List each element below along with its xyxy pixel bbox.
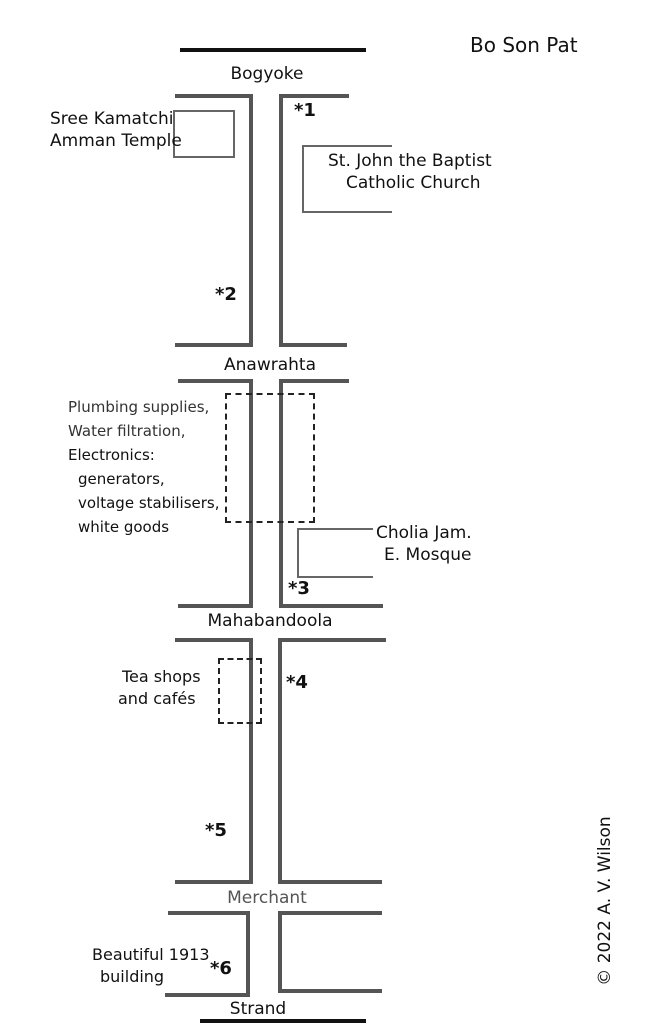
marker-6: *6 (210, 958, 232, 979)
block-line (279, 379, 349, 383)
block-line (175, 880, 253, 884)
block-line (278, 638, 282, 884)
tea-label: Tea shops and cafés (118, 667, 201, 708)
street-label-anawrahta: Anawrahta (224, 355, 316, 375)
marker-2: *2 (215, 284, 237, 305)
block-line (165, 993, 250, 997)
mosque-label: Cholia Jam. E. Mosque (376, 523, 472, 565)
top-boundary-line (180, 48, 366, 52)
block-line (278, 911, 382, 915)
block-line (249, 94, 253, 347)
block-line (246, 911, 250, 997)
block-line (279, 94, 283, 347)
marker-3: *3 (288, 578, 310, 599)
street-label-strand: Strand (229, 999, 287, 1019)
building-label: Beautiful 1913 building (92, 945, 210, 986)
block-line (175, 343, 253, 347)
temple-building (173, 110, 235, 158)
mosque-building (297, 528, 373, 578)
block-line (168, 911, 250, 915)
marker-1: *1 (294, 100, 316, 121)
temple-label: Sree Kamatchi Amman Temple (50, 109, 182, 151)
street-label-bogyoke: Bogyoke (230, 64, 304, 84)
block-line (278, 989, 382, 993)
shops-label: Plumbing supplies, Water filtration, Ele… (68, 398, 220, 536)
block-line (175, 638, 253, 642)
block-line (279, 379, 283, 608)
street-label-mahabandoola: Mahabandoola (207, 611, 333, 631)
block-line (178, 604, 253, 608)
block-line (249, 379, 253, 608)
tea-shops-area (218, 658, 262, 724)
marker-4: *4 (286, 672, 308, 693)
church-building (302, 145, 392, 213)
bottom-boundary-line (200, 1019, 366, 1023)
marker-5: *5 (205, 820, 227, 841)
map-title: Bo Son Pat (470, 33, 578, 57)
copyright-text: © 2022 A. V. Wilson (595, 816, 615, 986)
block-line (249, 638, 253, 884)
shops-area (225, 393, 315, 523)
block-line (279, 94, 349, 98)
block-line (278, 638, 386, 642)
street-label-merchant: Merchant (227, 888, 307, 908)
block-line (278, 911, 282, 993)
block-line (175, 94, 253, 98)
church-label: St. John the Baptist Catholic Church (328, 151, 492, 193)
block-line (178, 379, 253, 383)
block-line (279, 343, 347, 347)
block-line (278, 880, 382, 884)
block-line (279, 604, 383, 608)
